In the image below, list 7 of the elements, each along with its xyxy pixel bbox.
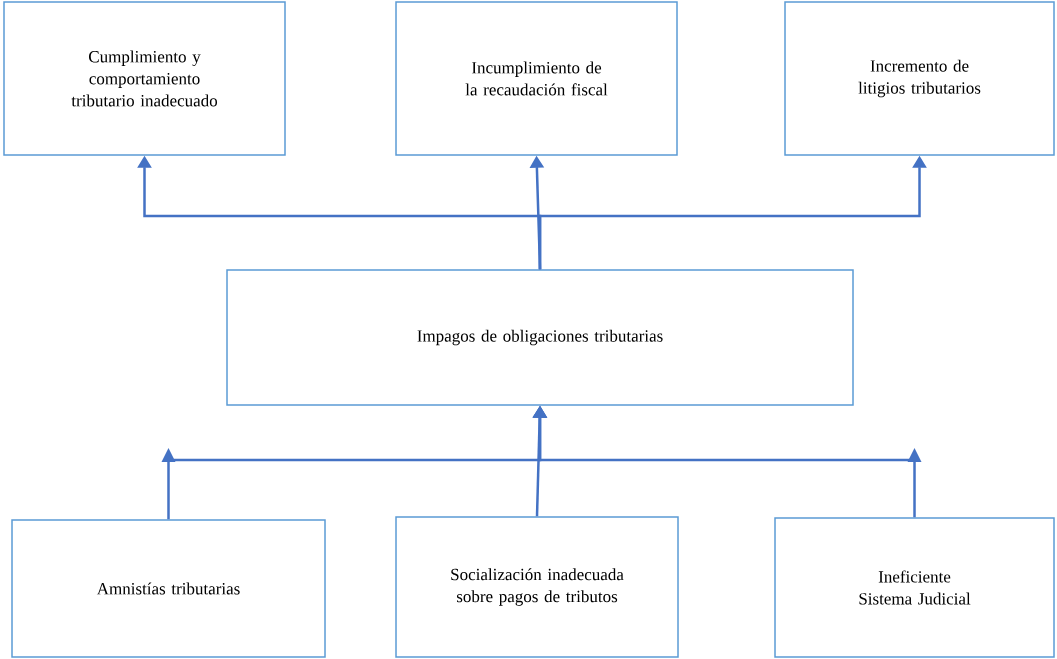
text-box: Incremento de litigios tributarios (784, 1, 1055, 156)
text-box: Socialización inadecuada sobre pagos de tributos (395, 516, 679, 658)
text-box: Cumplimiento y comportamiento tributario inadecuado (3, 1, 286, 156)
text-box: Amnistías tributarias (11, 519, 326, 658)
text-box: Incumplimiento de la recaudación fiscal (395, 1, 678, 156)
text-box: Impagos de obligaciones tributarias (226, 269, 854, 406)
text-box: Ineficiente Sistema Judicial (774, 517, 1055, 658)
